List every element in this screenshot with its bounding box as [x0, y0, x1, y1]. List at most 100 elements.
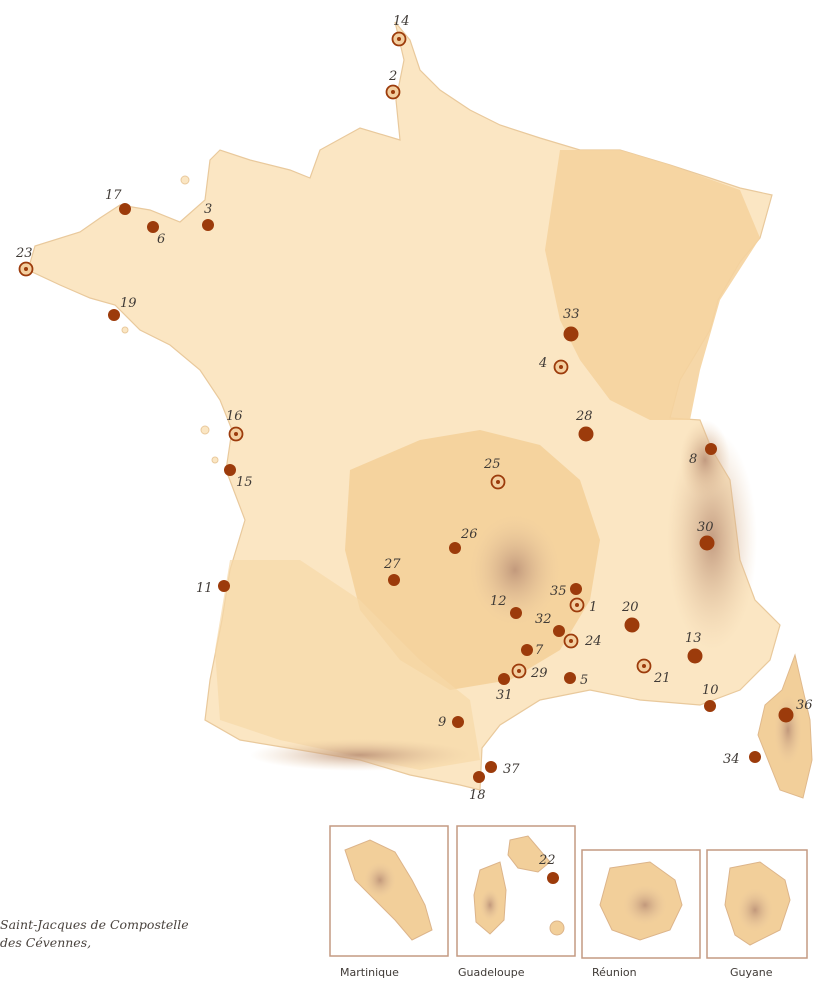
site-marker-34[interactable]: 34 — [723, 751, 761, 767]
marker-dot-icon — [699, 535, 715, 551]
site-marker-15[interactable]: 15 — [224, 464, 253, 490]
marker-dot-icon — [570, 583, 582, 595]
inset-guadeloupe — [456, 825, 576, 957]
site-marker-28[interactable]: 28 — [575, 409, 594, 442]
inset-label-reunion: Réunion — [592, 966, 637, 979]
site-marker-31[interactable]: 31 — [496, 673, 513, 703]
marker-label: 28 — [575, 409, 593, 424]
site-marker-22[interactable]: 22 — [538, 853, 559, 884]
site-marker-37[interactable]: 37 — [485, 761, 520, 777]
marker-label: 32 — [535, 612, 552, 627]
marker-dot-icon — [578, 426, 594, 442]
site-marker-3[interactable]: 3 — [202, 202, 214, 231]
marker-dot-icon — [521, 644, 533, 656]
marker-dot-icon — [510, 607, 522, 619]
site-marker-21[interactable]: 21 — [636, 658, 671, 687]
legend-line-2: des Cévennes, — [0, 935, 92, 950]
marker-label: 27 — [383, 557, 401, 572]
marker-label: 24 — [584, 634, 602, 649]
marker-dot-icon — [498, 673, 510, 685]
site-markers: 1234567891011121314151617181920212223242… — [15, 14, 813, 884]
site-marker-26[interactable]: 26 — [449, 527, 478, 554]
coastal-island — [180, 175, 190, 185]
site-marker-23[interactable]: 23 — [15, 246, 34, 277]
inset-label-guadeloupe: Guadeloupe — [458, 966, 525, 979]
site-marker-12[interactable]: 12 — [490, 594, 522, 619]
relief-jura — [680, 420, 730, 500]
site-marker-5[interactable]: 5 — [564, 672, 588, 688]
marker-label: 1 — [589, 600, 597, 615]
site-marker-10[interactable]: 10 — [702, 683, 719, 712]
site-marker-24[interactable]: 24 — [563, 633, 602, 649]
site-marker-13[interactable]: 13 — [685, 631, 703, 664]
marker-dot-icon — [224, 464, 236, 476]
site-marker-30[interactable]: 30 — [697, 520, 715, 551]
marker-label: 9 — [438, 715, 446, 730]
marker-label: 22 — [538, 853, 556, 868]
site-marker-1[interactable]: 1 — [569, 597, 598, 616]
inset-label-guyane: Guyane — [730, 966, 773, 979]
southern-plain — [215, 560, 480, 770]
site-marker-33[interactable]: 33 — [563, 307, 580, 342]
site-marker-16[interactable]: 16 — [226, 409, 244, 442]
marker-label: 18 — [469, 788, 486, 803]
marker-label: 33 — [563, 307, 580, 322]
site-marker-11[interactable]: 11 — [196, 580, 230, 596]
coastal-island — [211, 456, 219, 464]
site-marker-18[interactable]: 18 — [469, 771, 486, 803]
site-marker-29[interactable]: 29 — [511, 663, 548, 682]
site-marker-7[interactable]: 7 — [521, 643, 544, 658]
marker-ring-center — [397, 37, 401, 41]
site-marker-20[interactable]: 20 — [621, 600, 640, 633]
marker-dot-icon — [564, 672, 576, 684]
site-marker-6[interactable]: 6 — [147, 221, 165, 247]
legend-line-1: Saint-Jacques de Compostelle — [0, 917, 189, 932]
marker-label: 10 — [702, 683, 719, 698]
marker-ring-center — [24, 267, 28, 271]
site-marker-14[interactable]: 14 — [391, 14, 410, 47]
marker-label: 23 — [15, 246, 33, 261]
site-marker-36[interactable]: 36 — [778, 698, 813, 723]
site-marker-2[interactable]: 2 — [385, 69, 401, 100]
inset-label-martinique: Martinique — [340, 966, 399, 979]
marker-label: 37 — [503, 762, 520, 777]
marker-dot-icon — [119, 203, 131, 215]
coastal-island — [121, 326, 129, 334]
site-marker-19[interactable]: 19 — [108, 296, 137, 321]
marker-ring-center — [575, 603, 579, 607]
site-marker-35[interactable]: 35 — [550, 583, 582, 599]
relief-massif — [470, 515, 560, 625]
marker-dot-icon — [705, 443, 717, 455]
site-marker-27[interactable]: 27 — [383, 557, 401, 586]
marker-label: 7 — [535, 643, 544, 658]
site-marker-8[interactable]: 8 — [689, 443, 717, 467]
marker-label: 12 — [490, 594, 507, 609]
marker-label: 2 — [388, 69, 397, 84]
marker-label: 3 — [204, 202, 212, 217]
marker-label: 19 — [120, 296, 137, 311]
marker-dot-icon — [202, 219, 214, 231]
marker-label: 5 — [580, 673, 588, 688]
site-marker-25[interactable]: 25 — [483, 457, 506, 490]
marker-dot-icon — [473, 771, 485, 783]
marker-label: 20 — [621, 600, 639, 615]
marker-label: 4 — [538, 356, 547, 371]
marker-label: 21 — [653, 671, 671, 686]
marker-label: 29 — [530, 666, 548, 681]
marker-dot-icon — [687, 648, 703, 664]
marker-label: 30 — [697, 520, 714, 535]
marker-ring-center — [234, 432, 238, 436]
site-marker-32[interactable]: 32 — [535, 612, 565, 637]
relief-pyrenees — [250, 739, 470, 771]
marker-ring-center — [517, 669, 521, 673]
site-marker-17[interactable]: 17 — [105, 188, 131, 215]
marker-label: 35 — [550, 584, 567, 599]
marker-label: 6 — [157, 232, 165, 247]
marker-label: 8 — [689, 452, 697, 467]
legend: Saint-Jacques de Compostelle des Cévenne… — [0, 916, 189, 952]
site-marker-4[interactable]: 4 — [538, 356, 569, 375]
marker-label: 26 — [460, 527, 478, 542]
inset-martinique — [329, 825, 449, 957]
site-marker-9[interactable]: 9 — [438, 715, 464, 730]
marker-ring-center — [559, 365, 563, 369]
